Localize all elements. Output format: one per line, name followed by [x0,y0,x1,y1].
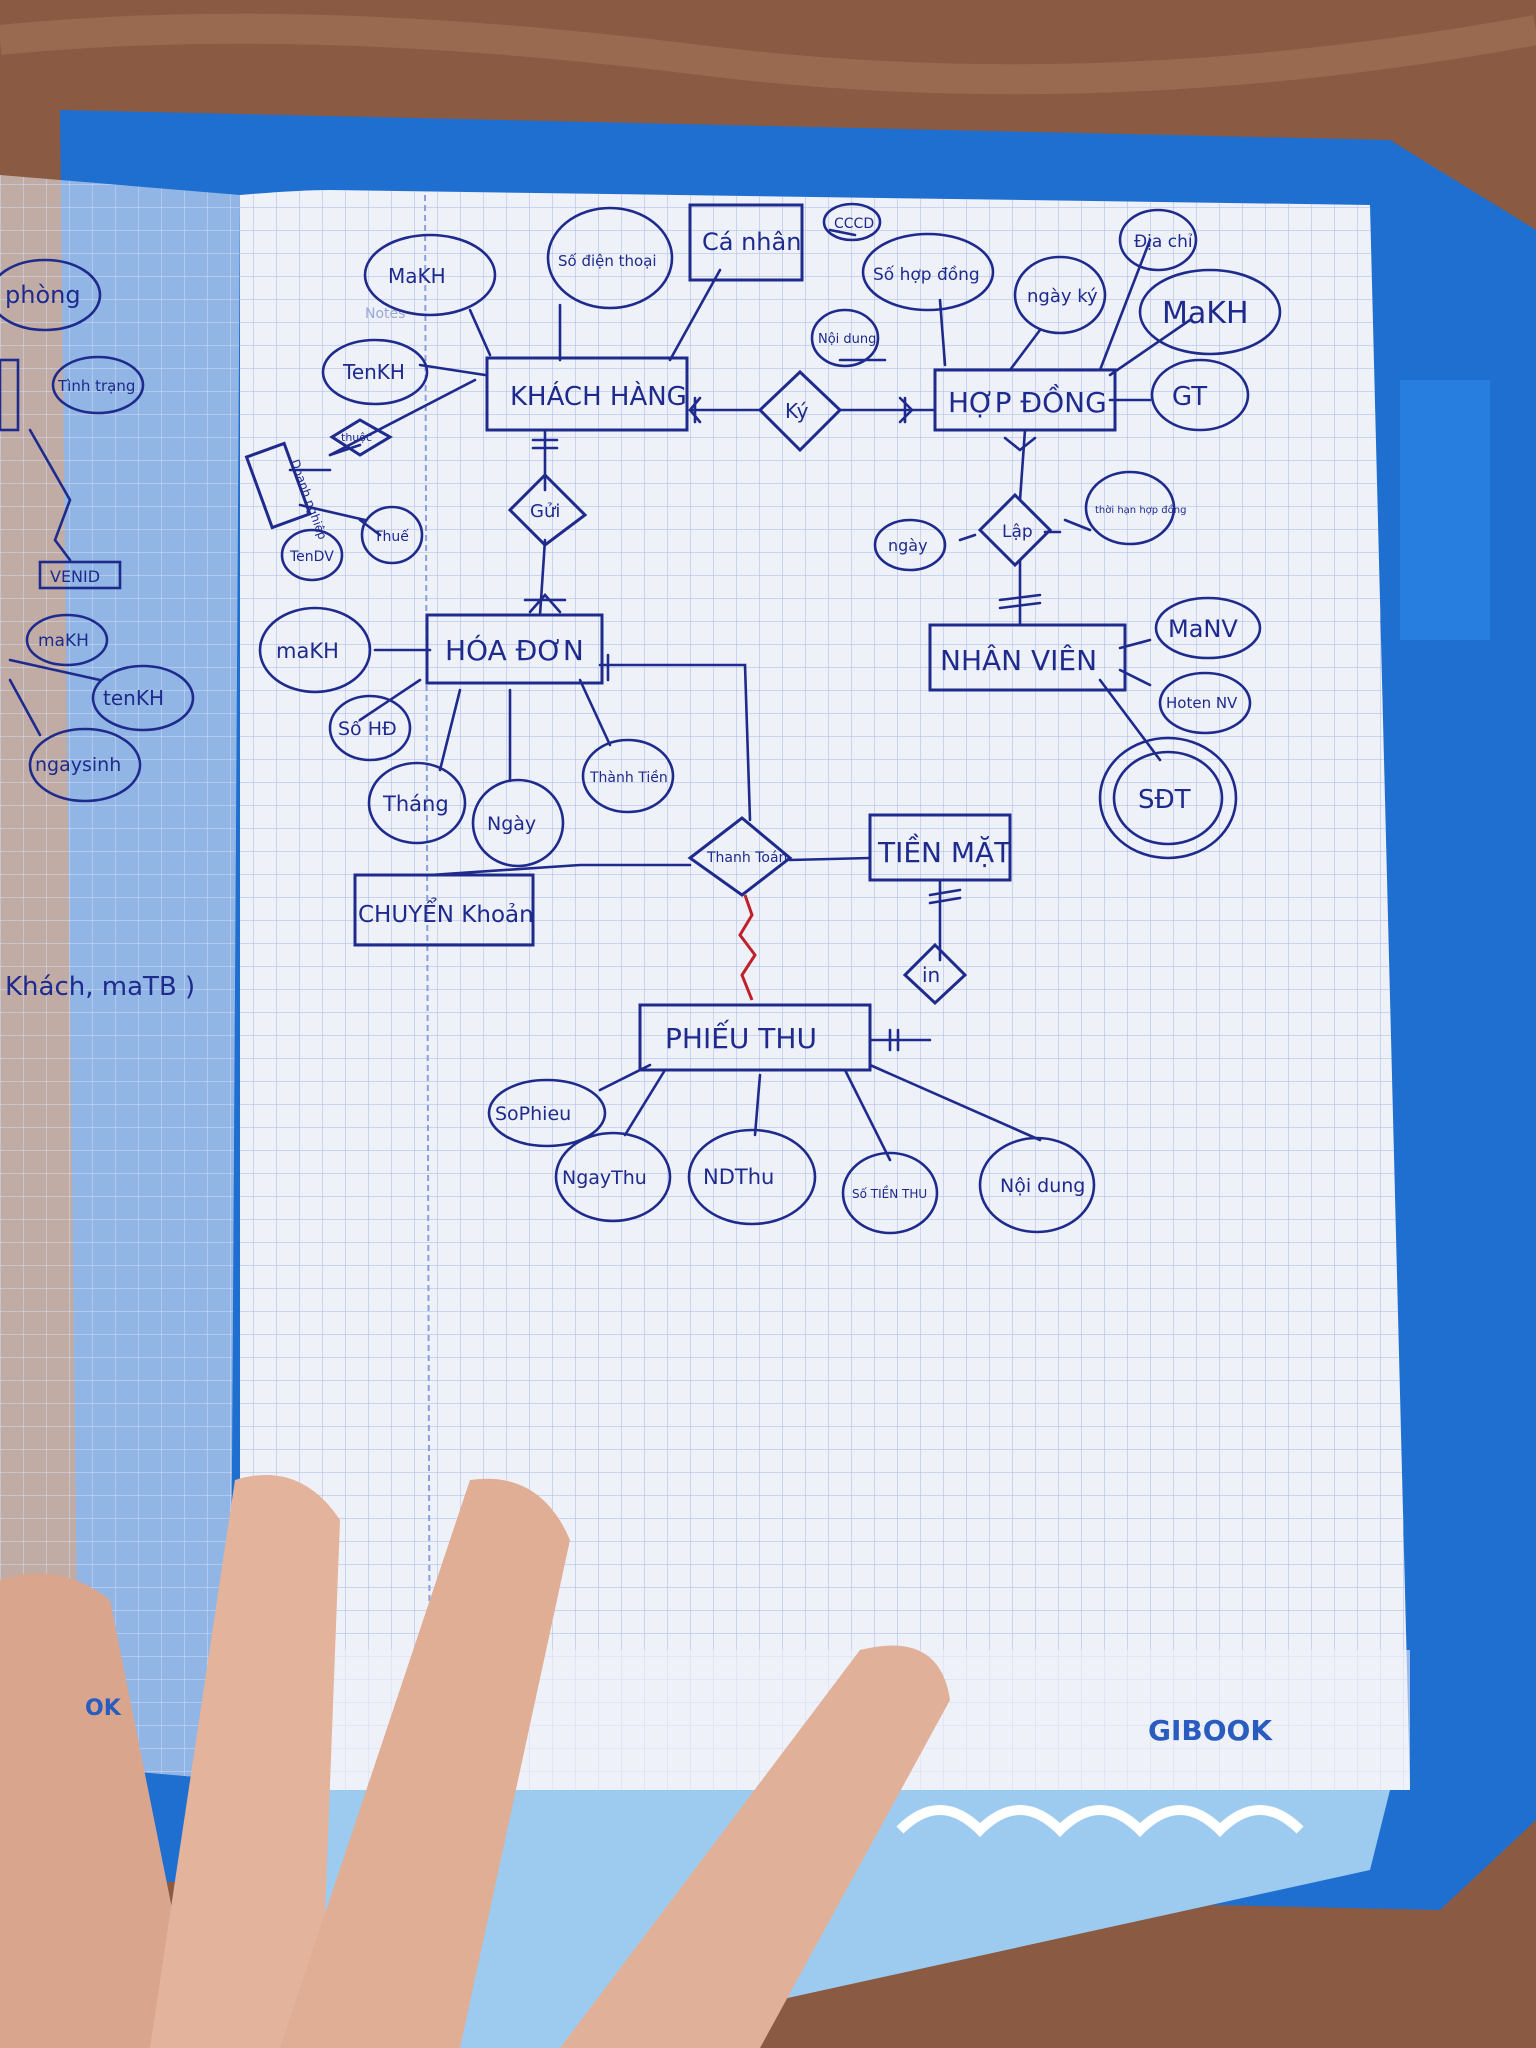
hand [0,1475,950,2048]
relationship-lap-label: Lập [1002,522,1033,542]
entity-chuyen-khoan-label: CHUYỂN Khoản [358,898,534,928]
relationship-ky [757,369,843,453]
attr-cccd-label: CCCD [834,216,874,232]
entity-hop-dong-label: HỢP ĐỒNG [948,382,1107,419]
attr-gia-tri [1150,358,1250,432]
attr-so-hop-dong-label: Số hợp đồng [873,264,980,285]
attr-thang-label: Tháng [382,792,449,816]
attr-so-dien-thoai [546,206,674,310]
red-connector [738,894,757,1001]
attr-hoten-nv-label: Hoten NV [1166,694,1238,712]
attr-makh-kh [363,233,497,317]
relationship-gui-label: Gửi [530,501,560,522]
left-label-khach-ma: Khách, maTB ) [5,972,195,1002]
attr-cccd [822,202,882,242]
entity-doanh-nghiep [244,441,312,530]
left-label-makh: maKH [38,631,89,651]
attr-sdt-label: SĐT [1138,785,1191,815]
relationship-thuoc [329,418,393,457]
entity-hoa-don-label: HÓA ĐƠN [445,633,584,667]
attr-sdt [1098,736,1238,860]
entity-phieu-thu-label: PHIẾU THU [665,1018,817,1055]
attr-makh-hd [1138,268,1282,356]
attr-ngay-lap [873,518,947,572]
attr-dia-chi-label: Địa chỉ [1134,232,1193,252]
attr-ngay-thu [554,1131,672,1223]
entity-khach-hang [485,356,689,432]
attr-ngay-ky-label: ngày ký [1027,286,1098,307]
attr-so-dien-thoai-label: Số điện thoại [558,252,657,270]
margin-notes-label: Notes [365,306,405,322]
brand-logo: GIBOOK [1148,1714,1273,1747]
entity-nhan-vien-label: NHÂN VIÊN [940,643,1097,677]
entity-chuyen-khoan [353,873,535,947]
attr-noi-dung-label: Nội dung [818,332,876,347]
relationship-lap [977,492,1053,568]
attr-so-hop-dong [861,232,995,312]
entity-hop-dong [933,368,1117,432]
attr-hoten-nv [1158,671,1252,735]
attr-thanh-tien-label: Thành Tiền [589,769,668,786]
attr-dia-chi [1118,208,1198,272]
relationship-ky-label: Ký [785,399,809,423]
entity-ca-nhan [688,203,804,282]
attr-nd-thu-label: NDThu [703,1165,774,1189]
attr-thue [360,505,424,565]
entity-hoa-don [425,613,604,685]
attr-so-phieu-label: SoPhieu [495,1103,571,1125]
attr-noi-dung [810,308,880,368]
entity-phieu-thu [638,1003,872,1072]
left-label-venid: VENID [50,567,100,586]
attr-makh-hd-label: MaKH [1162,296,1249,331]
attr-tenkh [321,338,429,406]
attr-manv [1154,596,1262,660]
left-page-content: phòng Tình trạng VENID maKH tenKH ngaysi… [0,258,195,1721]
attr-thoi-han-hop-dong-label: thời hạn hợp đồng [1095,504,1186,516]
relationship-thanh-toan [687,816,793,897]
left-label-tinh-trang: Tình trạng [57,377,135,395]
left-label-tenkh: tenKH [103,686,164,710]
attr-thang [367,761,467,845]
attr-thanh-tien [581,738,675,814]
relationship-thanh-toan-label: Thanh Toán [706,850,787,866]
attr-thue-label: Thuế [373,528,409,545]
attr-makh-kh-label: MaKH [388,264,446,288]
relationship-in [902,942,968,1006]
left-label-ngaysinh: ngaysinh [35,754,121,776]
attr-ngay-lap-label: ngày [888,536,928,555]
left-brand-fragment: OK [85,1696,122,1721]
attr-so-tien-thu [841,1151,939,1235]
attr-noi-dung-thu [978,1136,1096,1234]
attr-thoi-han-hop-dong [1084,470,1176,546]
attr-tenkh-label: TenKH [342,360,405,384]
attr-ngay [471,778,565,868]
left-label-phong: phòng [5,281,81,309]
entity-tien-mat [868,813,1012,882]
attr-tendv [280,528,344,582]
er-diagram: Notes KHÁCH HÀNG HỢP ĐỒNG HÓA ĐƠN NHÂN V… [244,202,1282,1235]
entity-nhan-vien [928,623,1127,692]
attr-so-hd [328,694,412,762]
attr-makh-hoadon-label: maKH [276,639,339,663]
attr-noi-dung-thu-label: Nội dung [1000,1175,1085,1197]
attr-nd-thu [687,1128,817,1226]
relationship-thuoc-label: thuộc [341,431,372,444]
relationship-gui [507,472,588,547]
attr-ngay-label: Ngày [487,813,536,835]
attr-so-hd-label: Số HĐ [338,718,397,740]
attr-makh-hoadon [258,606,372,694]
attr-so-phieu [487,1078,607,1148]
attr-so-tien-thu-label: Số TIỀN THU [852,1185,927,1201]
attr-tendv-label: TenDV [289,549,334,565]
attr-ngay-ky [1013,255,1107,335]
entity-tien-mat-label: TIỀN MẶT [877,832,1012,869]
relationship-in-label: in [922,963,940,987]
attr-ngay-thu-label: NgayThu [562,1167,647,1189]
entity-ca-nhan-label: Cá nhân [702,228,801,256]
attr-gia-tri-label: GT [1172,382,1207,412]
entity-khach-hang-label: KHÁCH HÀNG [510,380,687,412]
attr-manv-label: MaNV [1168,615,1238,643]
